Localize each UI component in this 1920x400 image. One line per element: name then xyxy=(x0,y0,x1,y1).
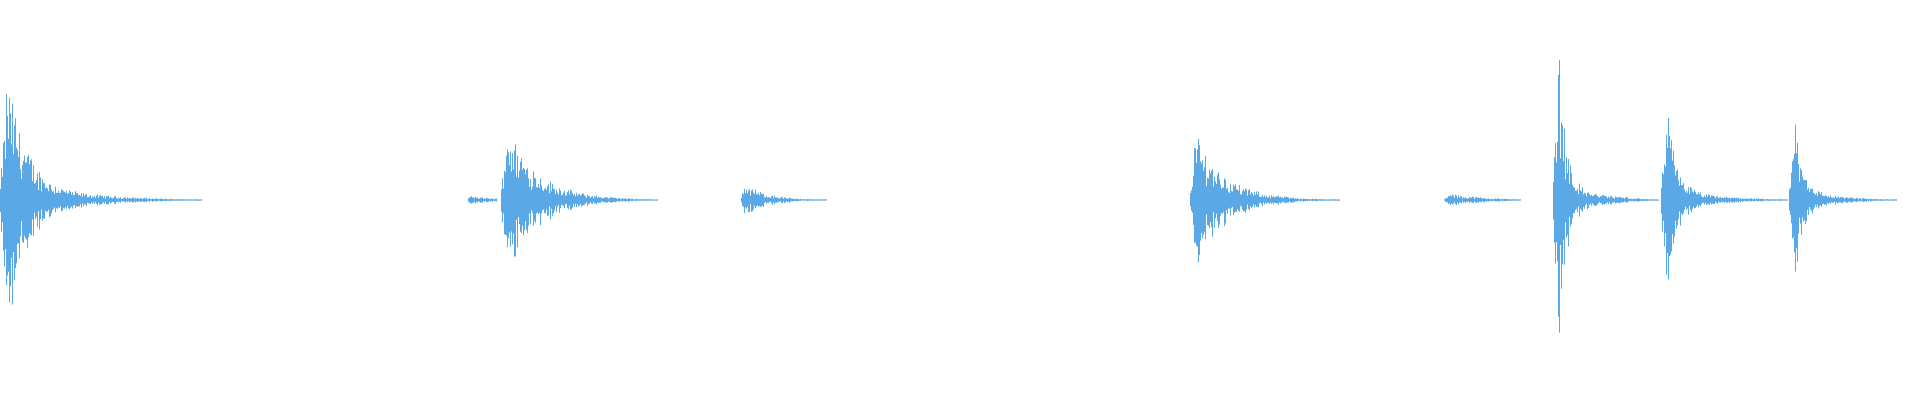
waveform-burst-2-lead xyxy=(468,196,497,204)
waveform-burst-5 xyxy=(1444,194,1521,206)
waveform-path xyxy=(1190,138,1340,263)
waveform-path xyxy=(0,93,202,305)
waveform-path xyxy=(468,196,497,204)
waveform-burst-6 xyxy=(1553,59,1659,333)
waveform-path xyxy=(1661,117,1788,280)
waveform-burst-2 xyxy=(501,144,658,257)
waveform-path xyxy=(501,144,658,257)
waveform-burst-8 xyxy=(1789,124,1897,272)
waveform-burst-1 xyxy=(0,93,202,305)
waveform-path xyxy=(1553,59,1659,333)
waveform-burst-3 xyxy=(741,188,827,214)
waveform-burst-7 xyxy=(1661,117,1788,280)
waveform-path xyxy=(1789,124,1897,272)
waveform-path xyxy=(741,188,827,214)
waveform-bars xyxy=(0,59,1897,333)
waveform-path xyxy=(1444,194,1521,206)
waveform-burst-4 xyxy=(1190,138,1340,263)
